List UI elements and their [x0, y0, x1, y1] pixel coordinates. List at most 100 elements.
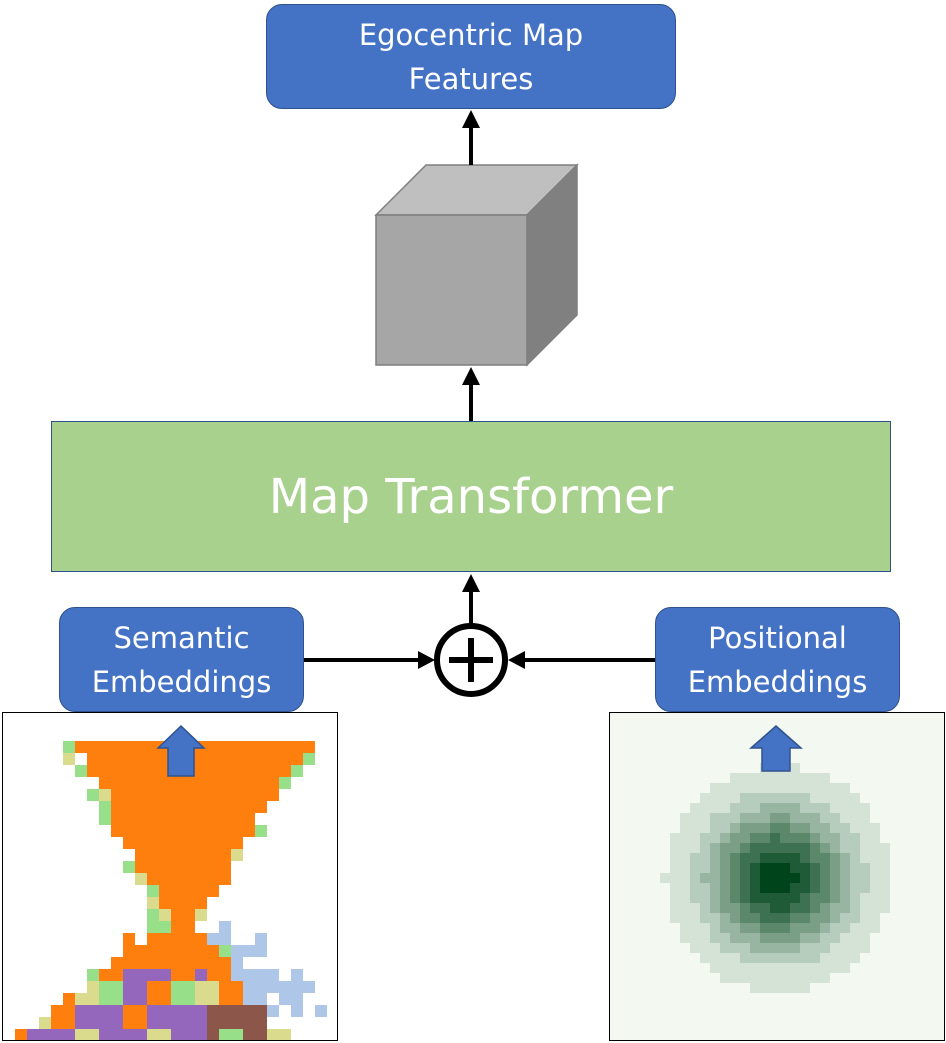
heatmap-cell — [860, 833, 870, 843]
semantic-cell — [207, 885, 219, 897]
arrow-transformer-to-cube-icon — [462, 367, 480, 421]
heatmap-cell — [760, 853, 770, 863]
output-label-line-1: Egocentric Map — [358, 17, 584, 52]
semantic-cell — [111, 825, 123, 837]
heatmap-cell — [740, 783, 750, 793]
heatmap-cell — [830, 803, 840, 813]
heatmap-cell — [700, 813, 710, 823]
heatmap-cell — [840, 813, 850, 823]
semantic-cell — [195, 885, 207, 897]
heatmap-cell — [770, 893, 780, 903]
heatmap-cell — [670, 853, 680, 863]
semantic-cell — [159, 945, 171, 957]
heatmap-cell — [660, 883, 670, 893]
semantic-cell — [147, 741, 159, 753]
heatmap-cell — [750, 813, 760, 823]
heatmap-cell — [730, 883, 740, 893]
heatmap-cell — [690, 843, 700, 853]
semantic-cell — [147, 921, 159, 933]
heatmap-cell — [840, 963, 850, 973]
semantic-cell — [147, 909, 159, 921]
heatmap-cell — [850, 903, 860, 913]
heatmap-cell — [820, 953, 830, 963]
heatmap-cell — [840, 783, 850, 793]
heatmap-cell — [810, 803, 820, 813]
semantic-cell — [87, 981, 99, 993]
heatmap-cell — [680, 863, 690, 873]
heatmap-cell — [710, 793, 720, 803]
heatmap-cell — [790, 823, 800, 833]
semantic-cell — [135, 789, 147, 801]
semantic-cell — [87, 993, 99, 1005]
semantic-cell — [207, 1005, 219, 1017]
semantic-cell — [123, 825, 135, 837]
semantic-cell — [135, 981, 147, 993]
heatmap-cell — [720, 793, 730, 803]
semantic-cell — [159, 885, 171, 897]
heatmap-cell — [780, 903, 790, 913]
semantic-cell — [171, 897, 183, 909]
heatmap-cell — [670, 913, 680, 923]
semantic-cell — [159, 909, 171, 921]
heatmap-cell — [730, 773, 740, 783]
heatmap-cell — [680, 873, 690, 883]
semantic-cell — [219, 1029, 231, 1040]
heatmap-cell — [780, 923, 790, 933]
semantic-cell — [195, 873, 207, 885]
heatmap-cell — [850, 933, 860, 943]
semantic-cell — [267, 765, 279, 777]
heatmap-cell — [720, 863, 730, 873]
heatmap-cell — [800, 823, 810, 833]
heatmap-cell — [880, 853, 890, 863]
heatmap-cell — [750, 863, 760, 873]
semantic-cell — [123, 801, 135, 813]
semantic-cell — [207, 789, 219, 801]
heatmap-cell — [740, 803, 750, 813]
heatmap-cell — [700, 933, 710, 943]
feature-cube-icon — [374, 163, 579, 367]
semantic-cell — [219, 753, 231, 765]
heatmap-cell — [880, 863, 890, 873]
arrow-positional-to-sum-icon — [508, 651, 655, 669]
heatmap-cell — [810, 873, 820, 883]
semantic-cell — [87, 765, 99, 777]
semantic-cell — [99, 813, 111, 825]
heatmap-cell — [760, 803, 770, 813]
heatmap-cell — [840, 913, 850, 923]
semantic-cell — [267, 1005, 279, 1017]
semantic-cell — [99, 1017, 111, 1029]
semantic-cell — [195, 981, 207, 993]
heatmap-cell — [780, 913, 790, 923]
semantic-cell — [123, 813, 135, 825]
semantic-cell — [171, 861, 183, 873]
semantic-cell — [99, 993, 111, 1005]
semantic-cell — [231, 741, 243, 753]
heatmap-cell — [710, 923, 720, 933]
heatmap-cell — [720, 833, 730, 843]
heatmap-cell — [720, 873, 730, 883]
heatmap-cell — [830, 903, 840, 913]
semantic-cell — [159, 825, 171, 837]
semantic-cell — [123, 789, 135, 801]
heatmap-cell — [800, 873, 810, 883]
heatmap-cell — [800, 913, 810, 923]
heatmap-cell — [880, 843, 890, 853]
heatmap-cell — [820, 943, 830, 953]
heatmap-cell — [710, 883, 720, 893]
heatmap-cell — [860, 943, 870, 953]
heatmap-cell — [730, 963, 740, 973]
heatmap-cell — [750, 773, 760, 783]
semantic-cell — [243, 753, 255, 765]
semantic-cell — [159, 921, 171, 933]
heatmap-cell — [820, 823, 830, 833]
semantic-cell — [111, 1005, 123, 1017]
heatmap-cell — [830, 963, 840, 973]
semantic-cell — [159, 837, 171, 849]
semantic-cell — [99, 777, 111, 789]
semantic-cell — [291, 765, 303, 777]
output-label-line-2: Features — [408, 61, 534, 96]
semantic-label-line-2: Embeddings — [91, 664, 272, 699]
semantic-cell — [63, 1017, 75, 1029]
semantic-cell — [255, 945, 267, 957]
semantic-cell — [219, 993, 231, 1005]
